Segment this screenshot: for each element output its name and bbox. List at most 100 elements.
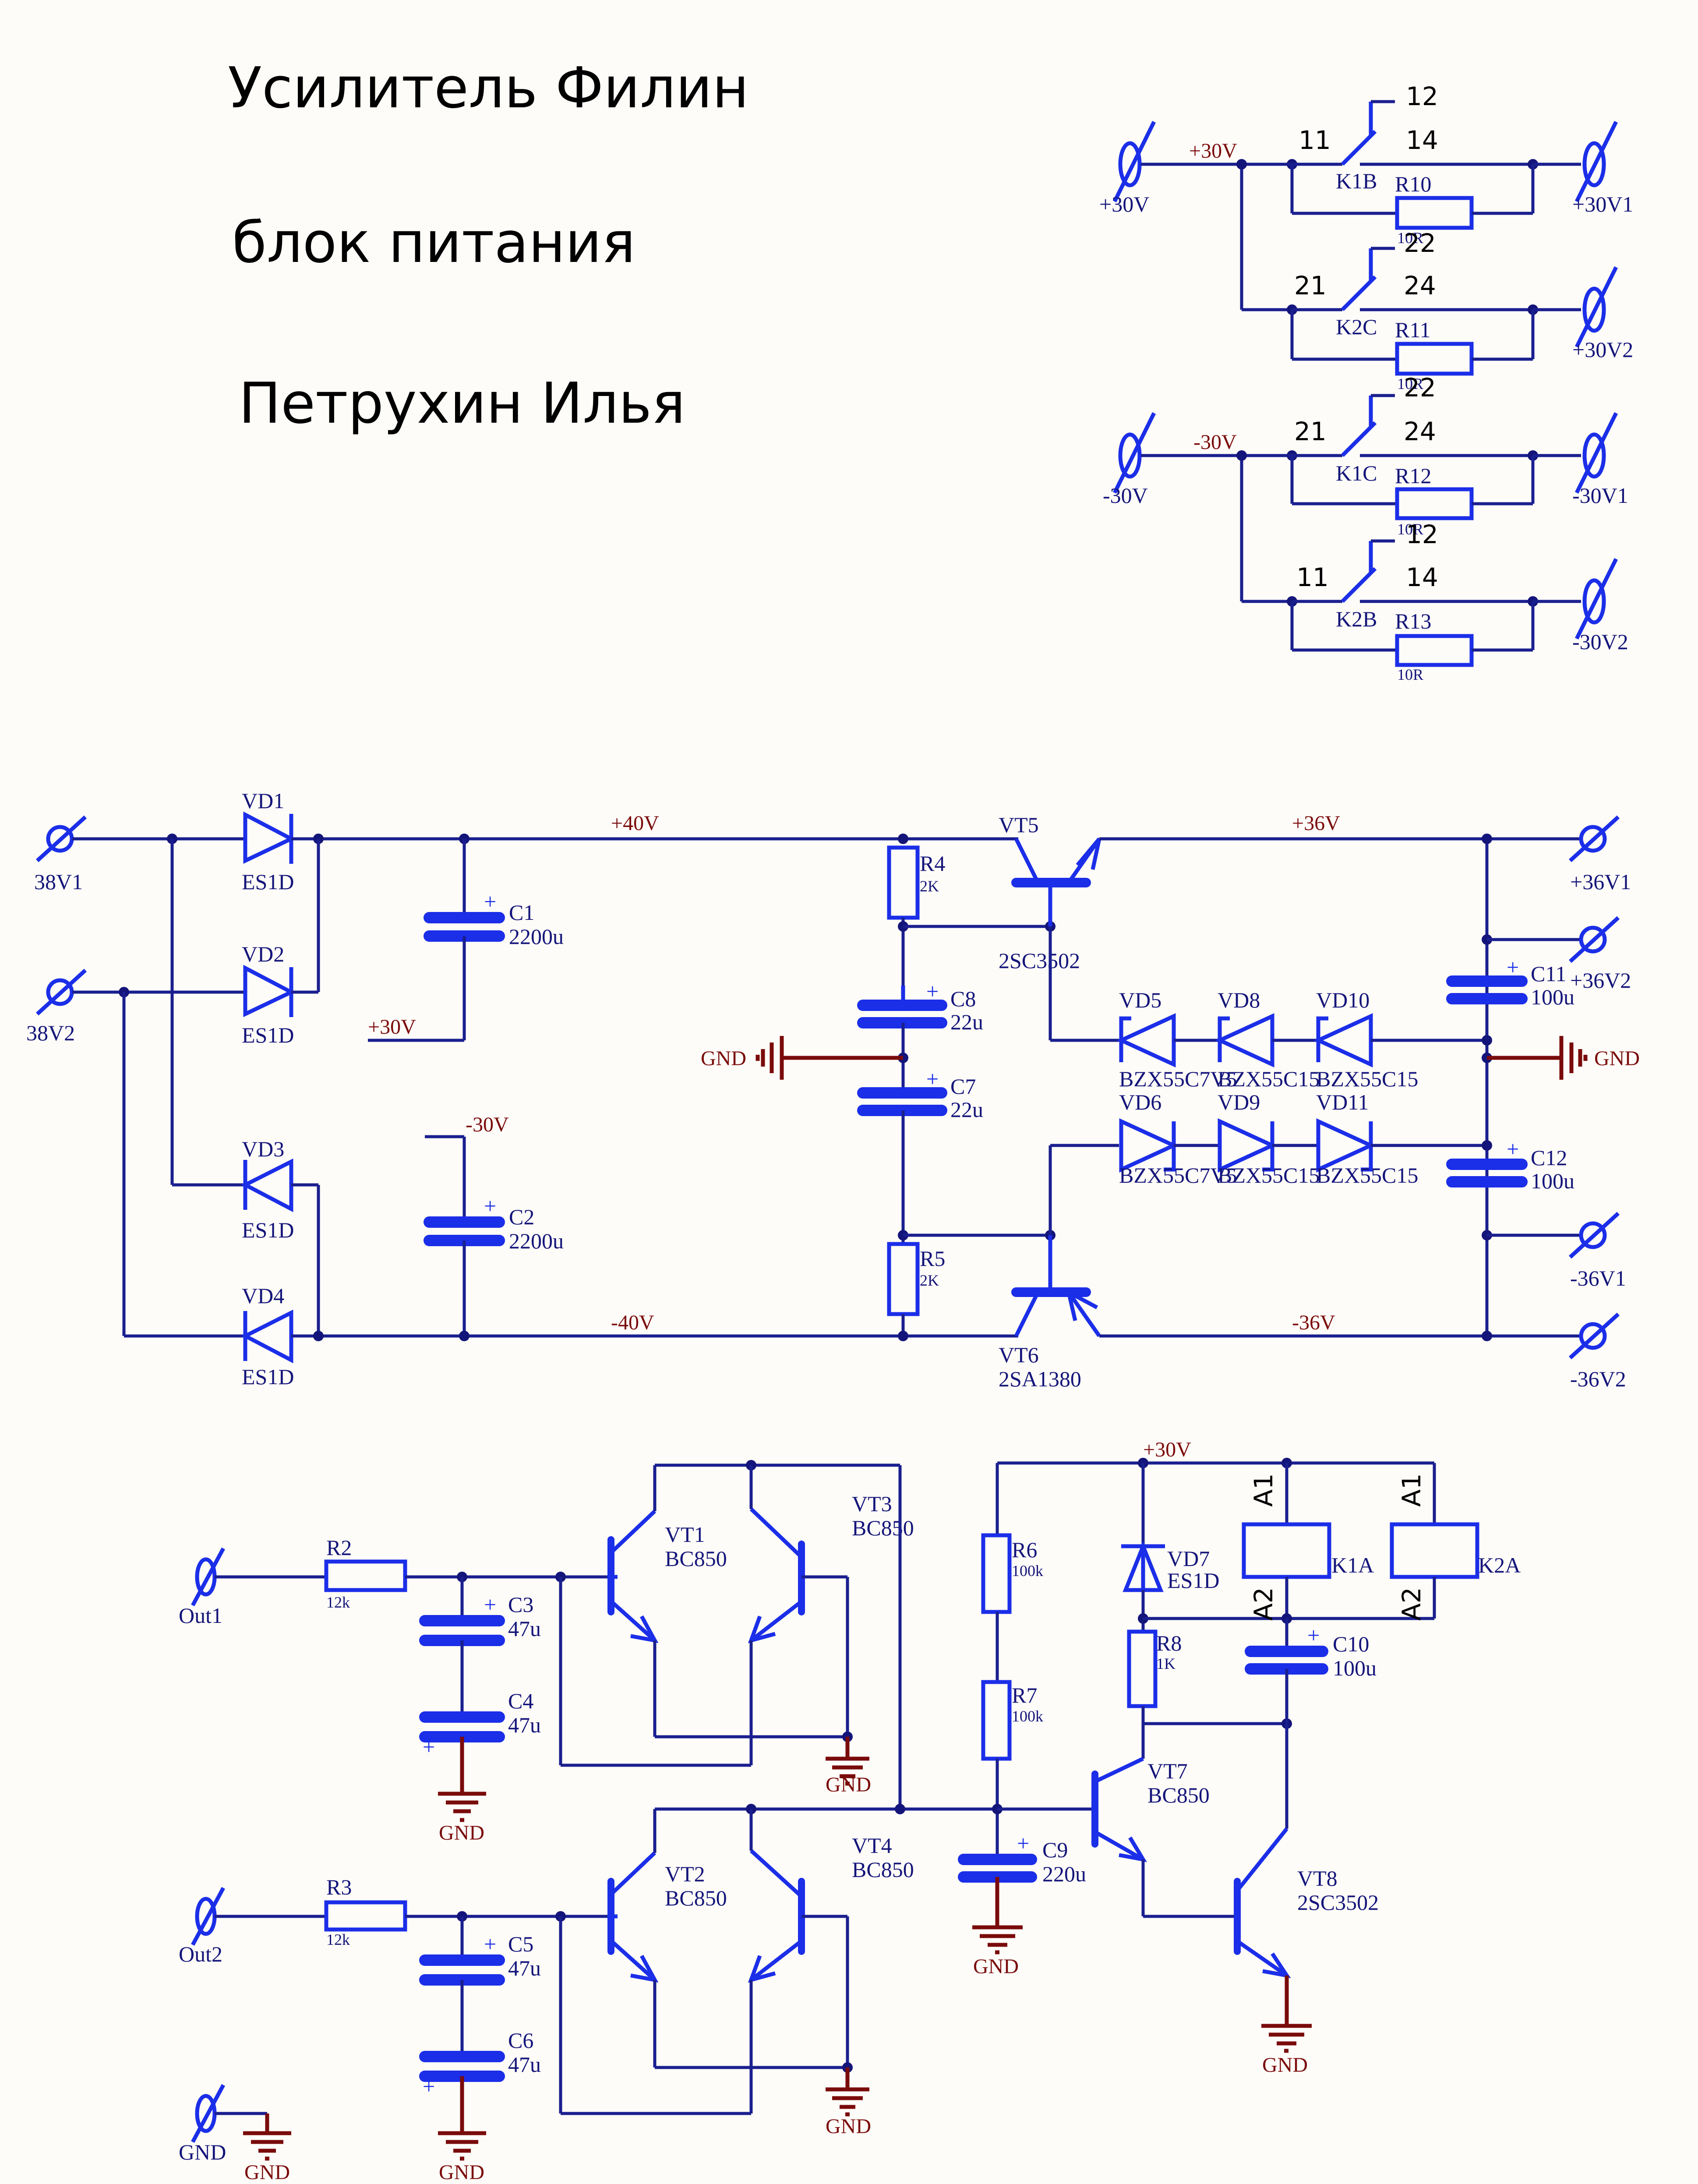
port-plus30v2[interactable] <box>1574 266 1618 348</box>
resistor-r12 <box>1395 487 1474 520</box>
diode-ref: VD4 <box>242 1283 284 1308</box>
port-label: 38V1 <box>34 869 83 894</box>
title-line-3: Петрухин Илья <box>239 371 685 436</box>
resistor-value: 1K <box>1156 1655 1176 1672</box>
pin-in: 21 <box>1294 271 1327 300</box>
transistor-ref: VT7 <box>1147 1759 1188 1783</box>
svg-text:+: + <box>1307 1623 1320 1647</box>
port-label: -30V2 <box>1572 629 1628 654</box>
transistor-vt1: VT1 BC850 <box>607 1509 727 1643</box>
resistor-value: 12k <box>326 1594 350 1611</box>
transistor-ref: VT5 <box>999 813 1039 837</box>
port-minus30v2[interactable] <box>1574 558 1618 640</box>
diode-ref: VD11 <box>1316 1090 1369 1114</box>
svg-text:+: + <box>484 1592 496 1617</box>
transistor-part: BC850 <box>1147 1783 1210 1807</box>
ground-symbol <box>972 1925 1023 1954</box>
transistor-ref: VT4 <box>852 1833 892 1858</box>
net-label: -36V <box>1292 1311 1335 1334</box>
transistor-vt5: VT5 2SC3502 <box>999 813 1101 973</box>
capacitor-value: 2200u <box>509 1229 564 1253</box>
gnd-label: GND <box>826 1773 871 1796</box>
svg-text:+: + <box>926 979 939 1004</box>
port-plus30v1[interactable] <box>1574 121 1618 202</box>
transistor-part: 2SA1380 <box>999 1367 1081 1391</box>
transistor-ref: VT1 <box>665 1522 705 1547</box>
pin-nc: 12 <box>1406 81 1438 111</box>
diode-ref: VD7 <box>1167 1546 1210 1571</box>
port-label: -36V1 <box>1570 1266 1626 1290</box>
capacitor-c6: + C6 47u <box>419 2028 541 2099</box>
port-minus36v1[interactable] <box>1568 1212 1620 1259</box>
port-plus36v2[interactable] <box>1568 916 1620 963</box>
pin-nc: 22 <box>1404 228 1436 258</box>
port-plus30v[interactable] <box>1112 121 1156 202</box>
port-plus36v1[interactable] <box>1568 815 1620 862</box>
capacitor-ref: C3 <box>508 1592 533 1617</box>
port-minus30v[interactable] <box>1112 412 1156 494</box>
resistor-value: 10R <box>1397 666 1423 683</box>
port-minus30v1[interactable] <box>1574 412 1618 494</box>
port-label: Out1 <box>179 1603 222 1628</box>
resistor-r11 <box>1395 342 1474 376</box>
capacitor-value: 220u <box>1042 1862 1086 1886</box>
diode-part: ES1D <box>1167 1568 1219 1593</box>
port-minus36v2[interactable] <box>1568 1312 1620 1360</box>
resistor-ref: R11 <box>1395 318 1431 342</box>
port-label: 38V2 <box>26 1021 75 1045</box>
pin-a1: A1 <box>1397 1473 1426 1507</box>
port-38v1[interactable] <box>35 815 87 862</box>
relay-contact-k2c: 21 22 24 K2C R11 10R +30V2 <box>1242 228 1633 392</box>
pin-nc: 22 <box>1404 373 1436 403</box>
zener-vd9: VD9 BZX55C15 <box>1218 1090 1320 1187</box>
capacitor-value: 47u <box>508 1713 541 1737</box>
contact-ref: K2C <box>1336 315 1377 339</box>
net-label: +36V <box>1292 812 1340 835</box>
ground-symbol <box>438 1792 486 1822</box>
pin-no: 24 <box>1404 271 1436 300</box>
resistor-value: 2K <box>920 1272 939 1289</box>
port-38v2[interactable] <box>35 968 87 1016</box>
resistor-r6: R6 100k <box>981 1533 1043 1614</box>
capacitor-value: 100u <box>1333 1656 1377 1680</box>
resistor-r5: R5 2K <box>887 1242 945 1316</box>
diode-vd2: VD2 ES1D <box>242 942 296 1047</box>
resistor-ref: R2 <box>326 1535 352 1560</box>
pin-in: 11 <box>1299 125 1331 155</box>
transistor-part: 2SC3502 <box>999 948 1080 973</box>
transistor-part: BC850 <box>665 1886 727 1910</box>
protection-circuit: Out1 R2 12k + C3 47u + C4 47u <box>179 1438 1521 2184</box>
diode-part: BZX55C15 <box>1218 1163 1320 1187</box>
port-label: -30V <box>1103 483 1148 508</box>
capacitor-ref: C2 <box>509 1205 534 1229</box>
port-label: Out2 <box>179 1942 222 1966</box>
port-label: -36V2 <box>1570 1367 1626 1391</box>
capacitor-c3: + C3 47u <box>419 1592 541 1646</box>
resistor-r3: R3 12k <box>324 1875 407 1948</box>
resistor-ref: R4 <box>920 851 945 876</box>
capacitor-ref: C12 <box>1531 1145 1567 1170</box>
capacitor-value: 47u <box>508 1956 541 1980</box>
diode-ref: VD10 <box>1316 988 1370 1012</box>
ground-symbol <box>755 1036 784 1080</box>
relay-ref: K2A <box>1478 1553 1521 1577</box>
port-label: +36V2 <box>1570 968 1631 993</box>
transistor-part: 2SC3502 <box>1297 1890 1379 1915</box>
ground-symbol <box>826 1756 869 1786</box>
pin-a1: A1 <box>1249 1473 1278 1507</box>
diode-ref: VD3 <box>242 1137 284 1161</box>
resistor-value: 12k <box>326 1931 350 1948</box>
resistor-ref: R8 <box>1156 1631 1182 1655</box>
capacitor-ref: C7 <box>950 1074 976 1099</box>
capacitor-c12: + C12 100u <box>1446 1137 1574 1193</box>
port-label: GND <box>179 2140 226 2164</box>
capacitor-value: 22u <box>950 1010 983 1034</box>
transistor-ref: VT6 <box>999 1343 1039 1367</box>
capacitor-ref: C10 <box>1333 1632 1369 1656</box>
diode-part: ES1D <box>242 1218 294 1242</box>
pin-in: 11 <box>1296 562 1329 592</box>
resistor-r2: R2 12k <box>324 1535 407 1611</box>
net-label: +30V <box>1189 139 1237 163</box>
net-label: -30V <box>466 1113 509 1136</box>
